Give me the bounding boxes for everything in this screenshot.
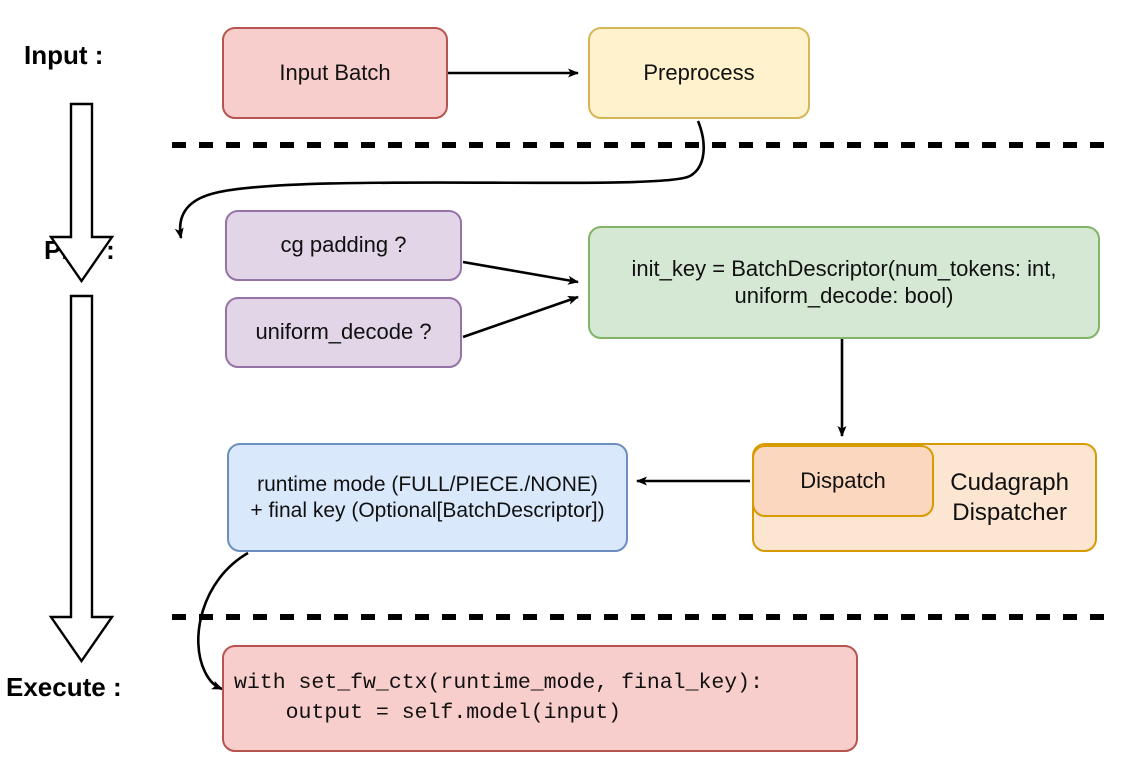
connector-uniform-decode-to-init-key bbox=[462, 295, 579, 339]
stage-arrow-plan-to-execute bbox=[48, 294, 115, 664]
node-uniform-decode[interactable]: uniform_decode ? bbox=[225, 297, 462, 368]
node-cudagraph-dispatcher-label: Cudagraph Dispatcher bbox=[950, 469, 1069, 526]
node-cg-padding[interactable]: cg padding ? bbox=[225, 210, 462, 281]
node-dispatch[interactable]: Dispatch bbox=[752, 445, 934, 517]
node-preprocess[interactable]: Preprocess bbox=[588, 27, 810, 119]
connector-cg-padding-to-init-key bbox=[462, 260, 579, 285]
node-runtime-mode-label: runtime mode (FULL/PIECE./NONE) + final … bbox=[250, 472, 605, 522]
node-dispatch-label: Dispatch bbox=[800, 467, 886, 493]
node-init-key-label: init_key = BatchDescriptor(num_tokens: i… bbox=[631, 255, 1057, 308]
node-uniform-decode-label: uniform_decode ? bbox=[255, 319, 432, 345]
node-init-key[interactable]: init_key = BatchDescriptor(num_tokens: i… bbox=[588, 226, 1100, 339]
node-input-batch-label: Input Batch bbox=[279, 59, 391, 85]
stage-label-input: Input : bbox=[24, 40, 104, 70]
node-cg-padding-label: cg padding ? bbox=[280, 232, 407, 258]
stage-label-execute: Execute : bbox=[6, 672, 122, 702]
node-runtime-mode[interactable]: runtime mode (FULL/PIECE./NONE) + final … bbox=[227, 443, 628, 552]
node-input-batch[interactable]: Input Batch bbox=[222, 27, 448, 119]
connector-runtime-mode-to-execute-code bbox=[197, 551, 249, 691]
stage-arrow-input-to-plan bbox=[48, 102, 115, 284]
node-preprocess-label: Preprocess bbox=[643, 59, 755, 85]
node-execute-code-label: with set_fw_ctx(runtime_mode, final_key)… bbox=[234, 671, 763, 725]
connector-preprocess-to-cg-padding bbox=[174, 120, 705, 239]
node-execute-code[interactable]: with set_fw_ctx(runtime_mode, final_key)… bbox=[222, 645, 858, 752]
